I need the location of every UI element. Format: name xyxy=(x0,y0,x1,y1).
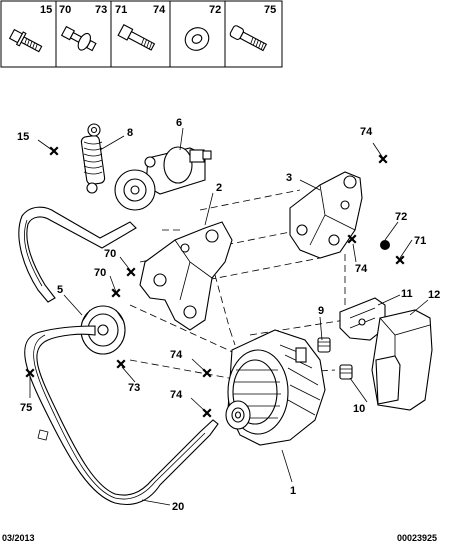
callout-2: 2 xyxy=(216,182,222,194)
bolt-with-washer-icon xyxy=(60,25,97,52)
callout-10: 10 xyxy=(353,403,365,415)
callout-15: 15 xyxy=(17,131,29,143)
callout-labels: 15 8 6 2 3 74 72 71 74 70 70 5 9 11 12 7… xyxy=(17,117,440,513)
callout-3: 3 xyxy=(286,172,292,184)
callout-71: 71 xyxy=(414,235,426,247)
tensioner-damper xyxy=(80,123,106,194)
tensioner-pulley xyxy=(114,146,212,211)
hex-bolt-icon xyxy=(117,23,156,51)
washer-72-marker xyxy=(380,240,390,250)
callout-20: 20 xyxy=(172,501,184,513)
stud-9 xyxy=(317,337,331,353)
assembly-guide-lines xyxy=(129,189,346,381)
drive-belt-20 xyxy=(24,325,219,505)
table-ref-15: 15 xyxy=(40,4,52,16)
callout-9: 9 xyxy=(318,305,324,317)
callout-74-c: 74 xyxy=(170,349,183,361)
idler-pulley xyxy=(80,305,126,355)
footer-date: 03/2013 xyxy=(2,533,35,543)
callout-11: 11 xyxy=(401,288,413,300)
table-ref-73: 73 xyxy=(95,4,107,16)
table-ref-71: 71 xyxy=(115,4,127,16)
callout-1: 1 xyxy=(290,485,296,497)
callout-70-b: 70 xyxy=(94,267,106,279)
flange-bolt-icon xyxy=(8,28,43,53)
table-ref-75: 75 xyxy=(264,4,276,16)
callout-6: 6 xyxy=(176,117,182,129)
alternator-bracket xyxy=(139,221,233,331)
air-duct-12 xyxy=(371,309,433,411)
callout-74-b: 74 xyxy=(355,263,368,275)
drive-belt-upper xyxy=(18,206,137,303)
callout-8: 8 xyxy=(127,127,133,139)
alternator xyxy=(225,329,326,446)
callout-75: 75 xyxy=(20,402,32,414)
washer-icon xyxy=(184,27,210,51)
table-ref-70: 70 xyxy=(59,4,71,16)
fastener-table: 15 70 73 71 74 72 75 xyxy=(0,0,283,68)
callout-73: 73 xyxy=(128,382,140,394)
callout-5: 5 xyxy=(57,284,63,296)
callout-74-a: 74 xyxy=(360,126,373,138)
rear-bracket xyxy=(289,171,363,259)
socket-screw-icon xyxy=(229,25,268,52)
leader-lines xyxy=(29,127,429,506)
table-cell-15 xyxy=(0,0,57,68)
callout-70-a: 70 xyxy=(104,248,116,260)
stud-10 xyxy=(339,364,353,380)
table-ref-74: 74 xyxy=(153,4,166,16)
callout-12: 12 xyxy=(428,289,440,301)
footer-code: 00023925 xyxy=(397,533,437,543)
fastener-markers xyxy=(25,146,405,418)
table-ref-72: 72 xyxy=(209,4,221,16)
callout-72: 72 xyxy=(395,211,407,223)
callout-74-d: 74 xyxy=(170,389,183,401)
